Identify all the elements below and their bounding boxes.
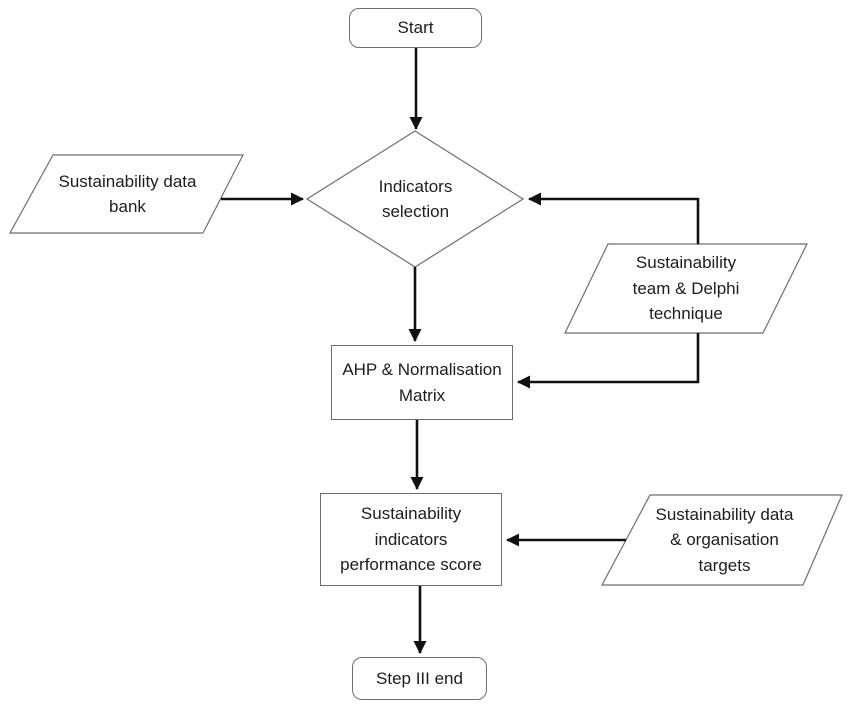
data-bank-parallelogram-shape xyxy=(8,154,244,234)
node-step-end-label: Step III end xyxy=(376,668,463,688)
node-start-label: Start xyxy=(397,18,434,38)
arrow-team-delphi-to-ahp xyxy=(517,333,700,389)
node-ahp-normalisation-matrix-label: AHP & Normalisation Matrix xyxy=(342,360,502,405)
node-data-organisation-targets: Sustainability data & organisation targe… xyxy=(632,498,817,582)
node-ahp-normalisation-matrix: AHP & Normalisation Matrix xyxy=(331,345,513,420)
node-step-end: Step III end xyxy=(352,657,487,700)
node-indicators-selection: Indicators selection xyxy=(330,168,501,230)
node-performance-score-label: Sustainability indicators performance sc… xyxy=(340,504,482,575)
node-performance-score: Sustainability indicators performance sc… xyxy=(320,493,502,586)
node-sustainability-team-delphi: Sustainability team & Delphi technique xyxy=(595,248,777,329)
node-sustainability-data-bank-label: Sustainability data bank xyxy=(58,171,197,217)
team-delphi-parallelogram-shape xyxy=(564,243,808,334)
node-indicators-selection-label: Indicators selection xyxy=(378,176,453,222)
node-sustainability-data-bank: Sustainability data bank xyxy=(35,158,220,230)
arrow-team-delphi-to-selection xyxy=(528,192,700,244)
node-start: Start xyxy=(349,8,482,48)
node-sustainability-team-delphi-label: Sustainability team & Delphi technique xyxy=(632,253,740,324)
data-targets-parallelogram-shape xyxy=(601,494,843,586)
node-data-organisation-targets-label: Sustainability data & organisation targe… xyxy=(655,504,794,575)
